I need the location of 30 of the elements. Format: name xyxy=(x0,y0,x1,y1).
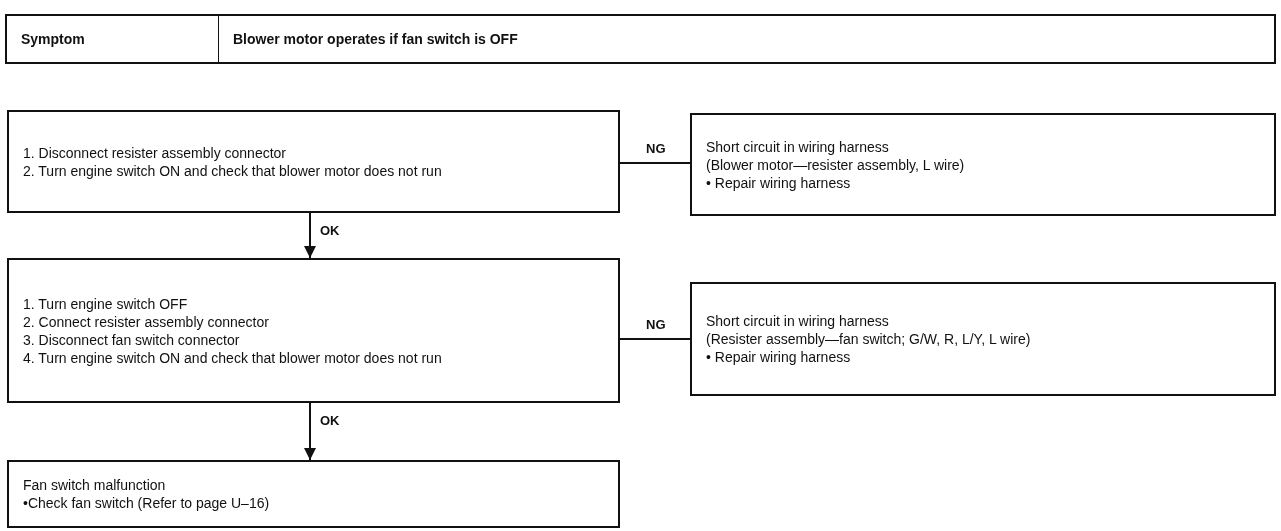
result-box xyxy=(7,460,620,528)
connector-line xyxy=(304,402,316,461)
result-text: Short circuit in wiring harness xyxy=(706,137,890,156)
step-text: 2. Turn engine switch ON and check that blower motor does not run xyxy=(23,161,443,180)
result-box xyxy=(690,113,1276,216)
result-text: • Repair wiring harness xyxy=(706,348,852,366)
step-text: 3. Disconnect fan switch connector xyxy=(23,330,241,349)
result-text: Fan switch malfunction xyxy=(23,476,167,494)
step-text: 1. Turn engine switch OFF xyxy=(23,294,189,313)
result-box xyxy=(690,282,1276,396)
result-text: •Check fan switch (Refer to page U–16) xyxy=(23,494,271,512)
symptom-heading: Symptom xyxy=(7,16,219,62)
result-text: • Repair wiring harness xyxy=(706,173,852,192)
connector-line xyxy=(619,338,691,340)
edge-label: NG xyxy=(644,317,668,332)
result-text: Short circuit in wiring harness xyxy=(706,312,890,330)
connector-line xyxy=(619,162,691,164)
edge-label: NG xyxy=(644,141,668,156)
edge-label: OK xyxy=(318,223,342,238)
connector-line xyxy=(304,212,316,259)
check-step-box xyxy=(7,258,620,403)
result-text: (Resister assembly—fan switch; G/W, R, L/Y, L wire) xyxy=(706,330,1032,348)
step-text: 2. Connect resister assembly connector xyxy=(23,312,270,331)
symptom-row xyxy=(5,14,1276,64)
step-text: 1. Disconnect resister assembly connector xyxy=(23,143,287,162)
check-step-box xyxy=(7,110,620,213)
symptom-text: Blower motor operates if fan switch is OFF xyxy=(232,31,519,47)
step-text: 4. Turn engine switch ON and check that blower motor does not run xyxy=(23,348,443,367)
result-text: (Blower motor—resister assembly, L wire) xyxy=(706,155,966,174)
edge-label: OK xyxy=(318,413,342,428)
